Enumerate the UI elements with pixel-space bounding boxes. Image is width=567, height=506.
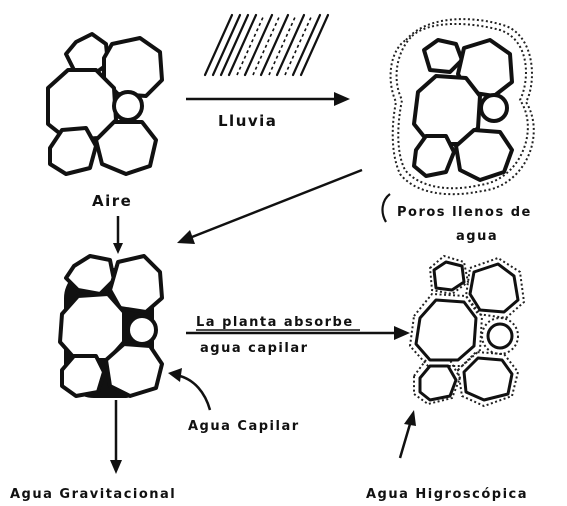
grain <box>481 95 507 121</box>
grain <box>128 316 156 344</box>
air-down-arrow <box>113 216 123 254</box>
grain <box>424 40 462 72</box>
gravity-down-arrow <box>110 400 122 474</box>
drainage-arrow <box>177 170 362 244</box>
capillary-callout-arrow <box>168 368 210 410</box>
grain <box>488 324 512 348</box>
pores-filled-label-line1: Poros llenos de <box>397 205 532 220</box>
grain <box>456 130 512 180</box>
pores-filled-label-line2: agua <box>456 229 498 244</box>
rain-icon <box>205 15 328 75</box>
grain <box>50 128 96 174</box>
gravitational-water-label: Agua Gravitacional <box>10 487 176 502</box>
grain <box>414 136 454 176</box>
rain-arrow <box>186 92 350 106</box>
grain <box>464 358 512 400</box>
pores-callout-line <box>383 194 390 222</box>
plant-absorbs-label-line2: agua capilar <box>200 341 309 356</box>
grain <box>62 356 104 396</box>
capillary-soil-cluster <box>60 256 162 398</box>
grain <box>106 344 162 396</box>
capillary-water-label: Agua Capilar <box>188 419 300 434</box>
hygroscopic-water-label: Agua Higroscópica <box>366 487 528 502</box>
rain-label: Lluvia <box>218 112 277 130</box>
grain <box>470 264 518 312</box>
grain <box>434 262 464 290</box>
grain <box>114 92 142 120</box>
dry-soil-cluster <box>48 34 162 174</box>
saturated-soil-cluster <box>391 19 534 194</box>
hygroscopic-callout-arrow <box>400 410 416 458</box>
hygroscopic-soil-cluster <box>410 256 524 406</box>
air-label: Aire <box>92 192 132 210</box>
grain <box>420 366 456 400</box>
grain <box>416 300 476 360</box>
grain <box>96 122 156 174</box>
plant-absorbs-label-line1: La planta absorbe <box>196 315 354 330</box>
